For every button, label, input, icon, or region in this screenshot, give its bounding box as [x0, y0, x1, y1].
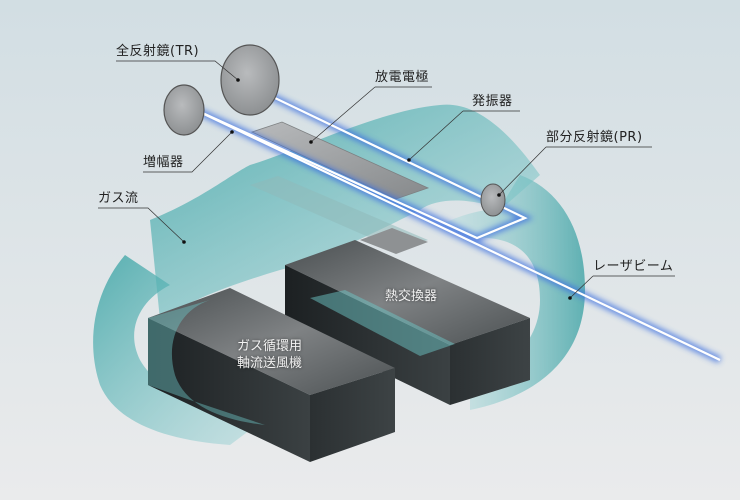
gas-flow-gap [310, 290, 455, 356]
blower-side [310, 368, 395, 462]
leader-partial-reflector [498, 146, 652, 196]
label-oscillator: 発振器 [472, 94, 513, 109]
leader-lines [98, 60, 675, 299]
laser-beams [183, 82, 722, 364]
blower-front [148, 318, 310, 462]
mirrors [163, 44, 506, 217]
label-axial-blower-line2: 軸流送風機 [237, 356, 303, 371]
leader-total-reflector [116, 60, 239, 81]
label-heat-exchanger: 熱交換器 [385, 289, 438, 304]
total-reflector-mirror [220, 44, 280, 116]
label-axial-blower: ガス循環用 軸流送風機 [237, 338, 302, 372]
electrode-lower-tab [360, 228, 428, 254]
label-gas-flow: ガス流 [98, 191, 139, 206]
leader-discharge-electrode [310, 86, 432, 143]
gas-flow-back-loop [440, 175, 585, 410]
label-total-reflector: 全反射鏡(TR) [116, 44, 200, 59]
label-discharge-electrode: 放電電極 [375, 70, 430, 85]
leader-dots [182, 78, 572, 300]
laser-beam-output [184, 104, 721, 361]
leader-amplifier [143, 131, 233, 173]
discharge-electrodes [250, 121, 430, 254]
blower-top [148, 288, 395, 395]
label-laser-beam: レーザビーム [593, 259, 674, 274]
amplifier-mirror [163, 84, 205, 136]
heat-exchanger-top [285, 240, 530, 345]
leader-gas-flow [98, 207, 185, 243]
heat-exchanger-side [450, 318, 530, 405]
label-partial-reflector: 部分反射鏡(PR) [546, 130, 643, 145]
leader-oscillator [408, 110, 520, 161]
label-amplifier: 増幅器 [143, 155, 184, 170]
partial-reflector-mirror [480, 183, 506, 217]
gas-flow-front-loop [93, 255, 270, 445]
leader-laser-beam [569, 275, 675, 299]
beam-core [184, 85, 721, 361]
gas-flow-through-blower [148, 300, 265, 425]
axial-blower [148, 288, 395, 462]
oscillator-beam-path [184, 85, 528, 240]
label-axial-blower-line1: ガス循環用 [237, 339, 303, 354]
